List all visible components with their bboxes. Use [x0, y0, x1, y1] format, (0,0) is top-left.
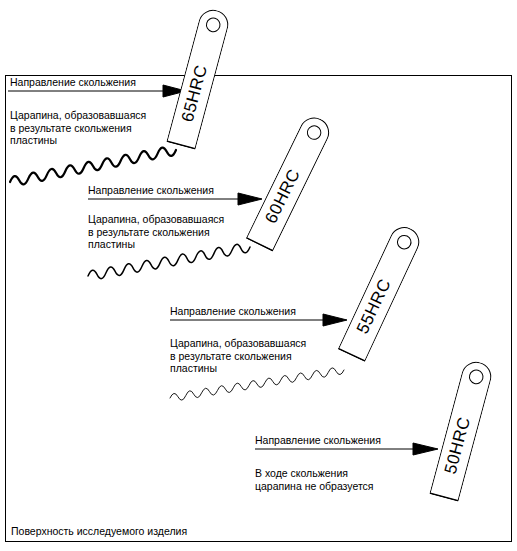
file-body	[430, 359, 494, 501]
direction-label: Направление скольжения	[88, 184, 214, 197]
arrow-head	[238, 193, 262, 205]
file-hole	[205, 17, 222, 34]
scratch-note: Царапина, образовавшаяся в результате ск…	[88, 213, 228, 251]
hardness-file: 55HRC	[338, 222, 424, 362]
direction-arrows	[8, 85, 438, 455]
scratch-note: Царапина, образовавшаяся в результате ск…	[10, 109, 150, 147]
file-edge	[167, 141, 195, 149]
scratches	[10, 148, 344, 400]
direction-label: Направление скольжения	[170, 305, 296, 318]
arrow-head	[413, 443, 438, 455]
file-body	[167, 7, 231, 149]
hardness-file: 60HRC	[246, 113, 334, 252]
arrow-head	[323, 314, 347, 326]
file-edge	[430, 493, 458, 501]
arrow-line	[8, 91, 165, 92]
file-edge	[338, 349, 364, 361]
scratch-note: В ходе скольжения царапина не образуется	[255, 467, 387, 492]
arrow-line	[88, 199, 240, 200]
file-hole	[468, 369, 485, 386]
file-body	[247, 113, 334, 251]
file-edge	[247, 238, 273, 251]
hardness-file: 65HRC	[166, 7, 231, 150]
file-body	[338, 223, 423, 361]
file-hole	[305, 124, 323, 142]
file-hole	[395, 233, 413, 251]
direction-label: Направление скольжения	[10, 76, 136, 89]
surface-label: Поверхность исследуемого изделия	[11, 525, 187, 537]
arrow-line	[255, 449, 415, 450]
direction-label: Направление скольжения	[255, 434, 381, 447]
scratch-note: Царапина, образовавшаяся в результате ск…	[170, 337, 310, 375]
hardness-file: 50HRC	[429, 359, 494, 502]
scratch-line	[10, 148, 176, 185]
arrow-line	[170, 320, 325, 321]
